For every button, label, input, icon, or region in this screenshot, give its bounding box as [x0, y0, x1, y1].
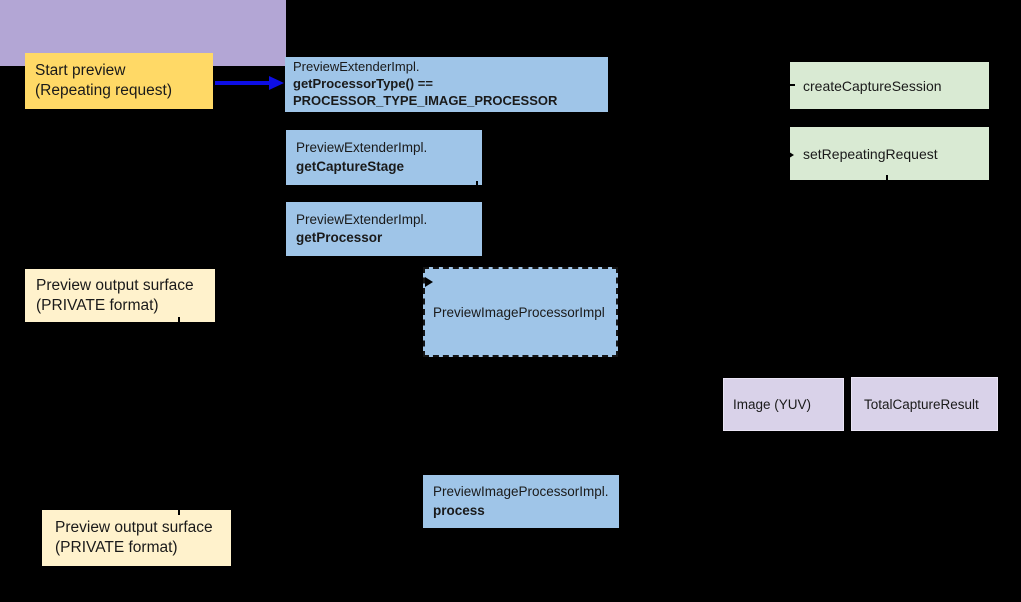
- process-line2: process: [433, 502, 485, 518]
- create-capture-session-label: createCaptureSession: [803, 77, 942, 94]
- preview-output-surface-mid-line1: Preview output surface: [36, 276, 194, 294]
- arrow-stub-frame-bottom-edge: [857, 433, 859, 437]
- create-capture-session-box: createCaptureSession: [790, 62, 989, 109]
- preview-output-surface-bottom-line2: (PRIVATE format): [55, 539, 178, 556]
- set-repeating-request-box: setRepeatingRequest: [790, 127, 989, 180]
- get-processor-box: PreviewExtenderImpl. getProcessor: [286, 202, 482, 256]
- get-processor-type-line3: PROCESSOR_TYPE_IMAGE_PROCESSOR: [293, 92, 558, 108]
- get-processor-line1: PreviewExtenderImpl.: [296, 211, 428, 227]
- total-capture-result-label: TotalCaptureResult: [864, 396, 979, 412]
- start-preview-box: Start preview (Repeating request): [25, 53, 213, 109]
- start-preview-line1: Start preview: [35, 62, 126, 80]
- arrow-stub-create-capture-session: [789, 84, 795, 86]
- image-yuv-label: Image (YUV): [733, 397, 812, 412]
- get-processor-type-line1: PreviewExtenderImpl.: [293, 59, 420, 75]
- get-processor-type-box: PreviewExtenderImpl. getProcessorType() …: [285, 57, 608, 112]
- arrow-stub-mid-surface-bottom-edge: [178, 317, 180, 322]
- arrow-stub-set-repeating-request-bottom: [886, 175, 888, 180]
- get-capture-stage-box: PreviewExtenderImpl. getCaptureStage: [286, 130, 482, 185]
- arrow-stub-frame-top-edge: [888, 371, 890, 375]
- preview-image-processor-label: PreviewImageProcessorImpl: [433, 304, 605, 320]
- arrowhead-into-set-repeating-request-icon: [786, 150, 794, 160]
- get-processor-line2: getProcessor: [296, 230, 383, 245]
- preview-image-processor-box: PreviewImageProcessorImpl: [423, 267, 618, 357]
- image-yuv-box: Image (YUV): [723, 378, 844, 431]
- set-repeating-request-label: setRepeatingRequest: [803, 145, 938, 162]
- arrow-stub-bottom-surface-top-edge: [178, 510, 180, 515]
- arrow-stub-get-capture-stage-bottom: [476, 181, 478, 185]
- process-line1: PreviewImageProcessorImpl.: [433, 484, 609, 500]
- start-to-processor-arrow-line: [215, 81, 271, 85]
- preview-output-surface-mid-box: Preview output surface (PRIVATE format): [25, 269, 215, 322]
- start-to-processor-arrowhead-icon: [269, 76, 284, 90]
- get-processor-type-line2: getProcessorType() ==: [293, 76, 433, 92]
- arrowhead-into-preview-image-processor-icon: [425, 277, 433, 287]
- get-capture-stage-line2: getCaptureStage: [296, 158, 405, 174]
- preview-output-surface-bottom-box: Preview output surface (PRIVATE format): [42, 510, 231, 566]
- process-box: PreviewImageProcessorImpl. process: [423, 475, 619, 528]
- total-capture-result-box: TotalCaptureResult: [851, 377, 998, 431]
- get-capture-stage-line1: PreviewExtenderImpl.: [296, 140, 428, 156]
- preview-output-surface-bottom-line1: Preview output surface: [55, 519, 213, 537]
- preview-output-surface-mid-line2: (PRIVATE format): [36, 296, 159, 314]
- start-preview-line2: (Repeating request): [35, 82, 172, 99]
